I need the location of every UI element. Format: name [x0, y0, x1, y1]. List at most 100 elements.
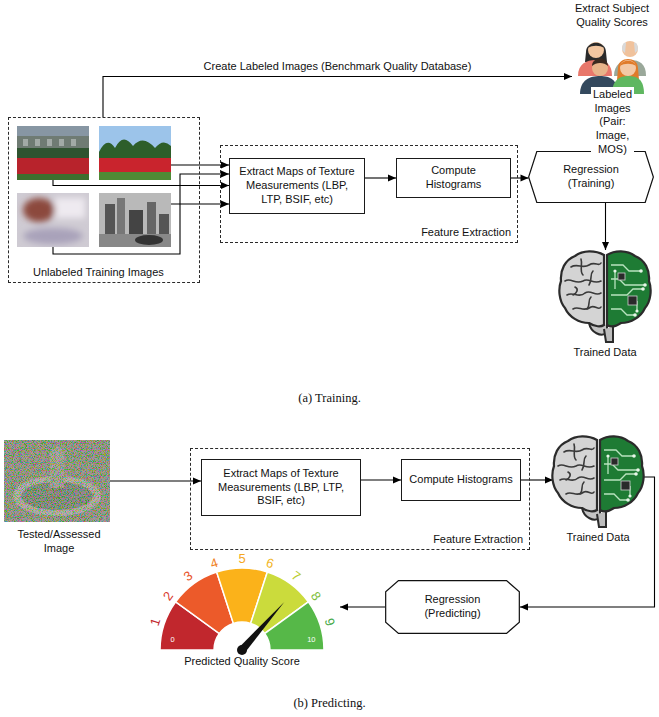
box-label: Compute Histograms	[409, 473, 512, 487]
regression-octagon: Regression (Predicting)	[385, 580, 520, 634]
edge-label: Create Labeled Images (Benchmark Quality…	[204, 60, 472, 74]
gauge-label: Predicted Quality Score	[148, 655, 336, 669]
brain-icon	[548, 430, 648, 530]
icon-label: Trained Data	[548, 531, 648, 545]
arrow-head	[193, 478, 201, 485]
scale-number: 9	[322, 616, 337, 627]
noisy-photo-part	[4, 440, 110, 522]
people-icon: Extract Subject Quality Scores	[568, 2, 656, 94]
arrow-head	[521, 175, 529, 182]
training-photo-part	[47, 139, 52, 146]
brain-icon-part	[559, 251, 650, 342]
group-label: Feature Extraction	[433, 533, 523, 547]
scale-number: 7	[289, 568, 302, 583]
connector-arrow	[521, 477, 553, 484]
people-icon-part	[592, 58, 608, 66]
brain-icon: Trained Data	[555, 245, 655, 360]
training-photo-part	[17, 174, 89, 180]
training-photo	[99, 126, 171, 180]
people-icon-part	[622, 42, 626, 52]
noisy-photo-part	[4, 440, 110, 522]
gauge-dial-part	[239, 602, 284, 653]
process-box: Compute Histograms	[401, 459, 521, 501]
arrow-head	[393, 477, 401, 484]
training-photo-part	[23, 228, 83, 244]
training-photo-part	[129, 210, 143, 234]
training-photo-part	[99, 158, 171, 172]
group-label: Feature Extraction	[421, 226, 511, 240]
test-image: Tested/Assessed Image	[4, 440, 114, 556]
people-icon-part	[588, 42, 604, 47]
scale-number: 10	[307, 636, 315, 644]
arrow-head	[388, 175, 396, 182]
brain-icon-part	[552, 436, 643, 527]
arrow-head	[340, 604, 348, 611]
brain-icon	[555, 245, 655, 345]
box-label: Compute Histograms	[403, 164, 504, 192]
quality-gauge: Predicted Quality Score012345678910	[148, 545, 336, 669]
gauge-dial-part	[265, 602, 324, 650]
scale-number: 5	[238, 552, 245, 565]
training-photo-part	[17, 148, 89, 158]
scale-number: 3	[181, 568, 194, 583]
training-photo-part	[35, 139, 40, 146]
scale-number: 6	[265, 555, 276, 570]
training-photo-part	[23, 139, 28, 146]
brain-icon: Trained Data	[548, 430, 648, 545]
scale-number: 0	[171, 636, 175, 644]
scale-number: 2	[160, 589, 175, 602]
people-icon-part	[620, 60, 636, 76]
process-box: Compute Histograms	[396, 158, 511, 198]
edge-label: Labeled Images (Pair: Image, MOS)	[591, 87, 634, 158]
training-photo-part	[105, 204, 115, 234]
scale-number: 4	[208, 555, 219, 570]
people-icon	[572, 32, 652, 94]
training-photo-part	[99, 193, 171, 247]
training-photo-part	[99, 126, 171, 180]
people-icon-part	[588, 42, 604, 58]
arrow-head	[221, 182, 229, 189]
connector-arrow	[340, 604, 385, 611]
training-photo-part	[23, 198, 55, 222]
figure-caption: (b) Predicting.	[0, 696, 659, 711]
icon-label: Trained Data	[555, 346, 655, 360]
connector-arrow	[110, 478, 201, 485]
training-photo-part	[71, 139, 76, 146]
training-photo-part	[99, 234, 171, 247]
scale-number: 8	[309, 589, 324, 602]
dashed-group: Feature Extraction Extract Maps of Textur…	[220, 145, 518, 243]
people-icon-part	[620, 60, 636, 65]
figure-caption: (a) Training.	[0, 391, 659, 406]
people-icon-part	[622, 41, 638, 57]
octagon-outline-part	[386, 581, 520, 634]
training-photo-part	[17, 126, 89, 180]
training-photo	[17, 193, 89, 247]
dashed-group: Feature ExtractionExtract Maps of Textur…	[190, 448, 530, 550]
training-photo-part	[99, 172, 171, 180]
training-photo	[99, 193, 171, 247]
image-label: Tested/Assessed Image	[4, 528, 114, 556]
gauge-dial-part	[237, 645, 247, 655]
group-label: Unlabeled Training Images	[33, 266, 164, 280]
connector-line	[110, 480, 201, 481]
arrow-head	[221, 171, 229, 178]
training-photo-part	[147, 202, 156, 234]
icon-label: Extract Subject Quality Scores	[568, 2, 656, 30]
connector-arrow	[361, 477, 401, 484]
people-icon-part	[634, 42, 638, 52]
connector-arrow	[602, 203, 609, 250]
hexagon-outline-part	[529, 152, 654, 203]
training-photo-part	[23, 198, 85, 244]
regression-hexagon: Regression (Training)	[528, 151, 654, 203]
process-box: Extract Maps of Texture Measurements (LB…	[229, 158, 365, 214]
connector-arrow	[511, 175, 529, 182]
gauge-dial-part	[160, 568, 324, 650]
box-label: Extract Maps of Texture Measurements (LB…	[236, 165, 358, 206]
connector-arrow	[103, 73, 572, 117]
arrow-head	[564, 73, 572, 80]
training-photo-part	[117, 198, 125, 234]
training-photo-part	[99, 139, 171, 158]
arrow-head	[221, 162, 229, 169]
training-photo-part	[55, 198, 85, 218]
